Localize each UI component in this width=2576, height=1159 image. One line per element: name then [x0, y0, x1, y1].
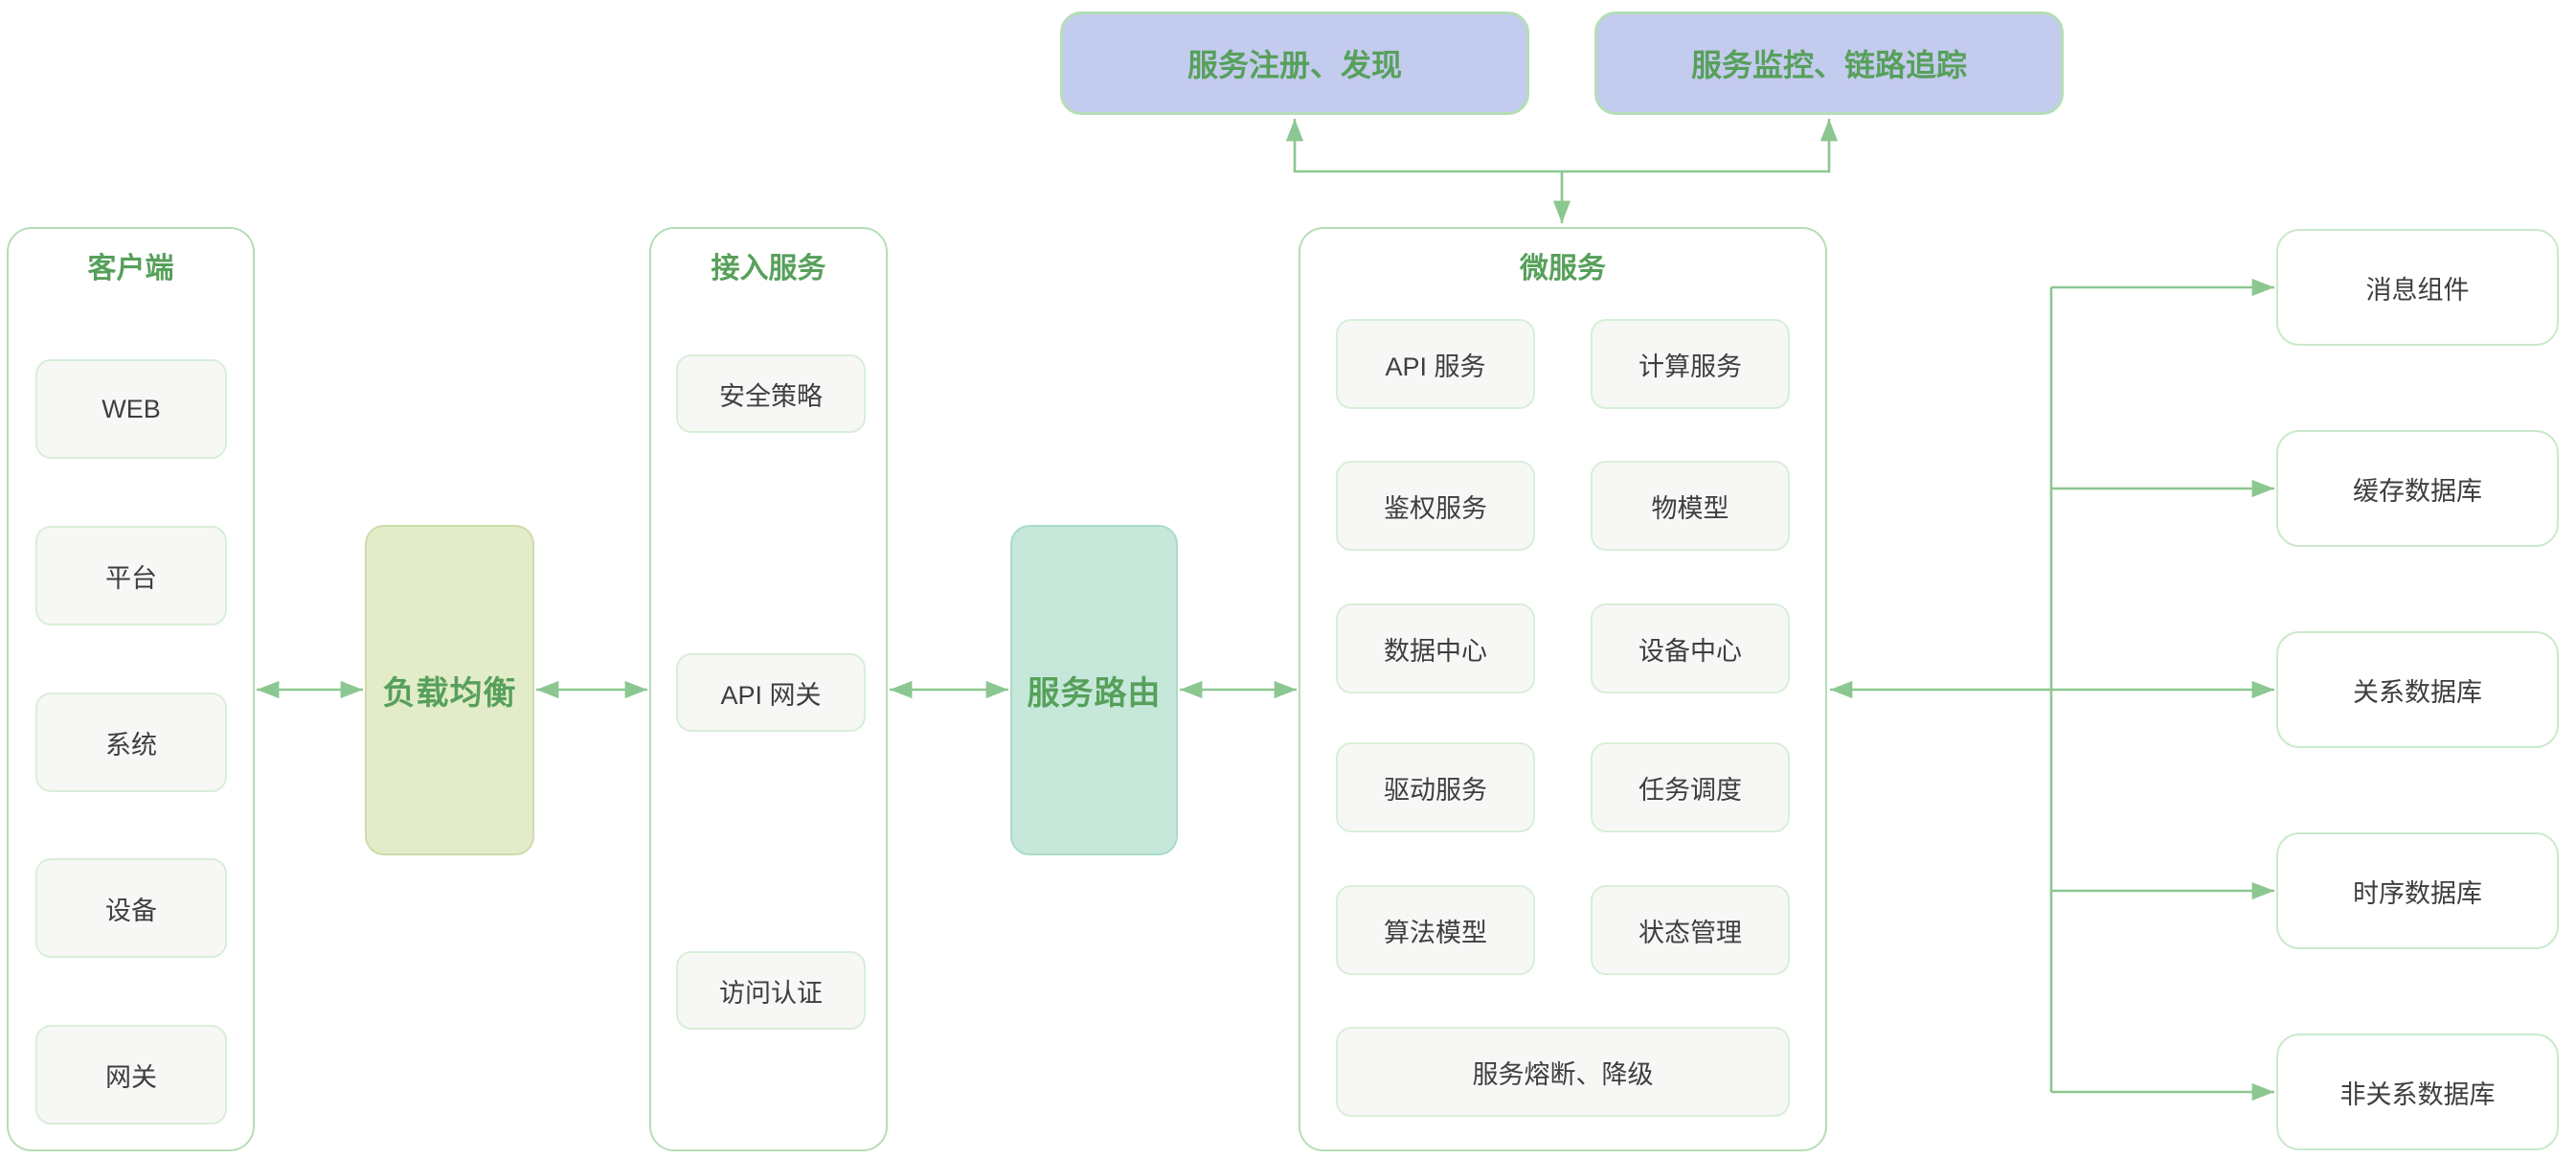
- db-item-timeseries-db: 时序数据库: [2276, 832, 2559, 949]
- top-branch-connector: [1285, 119, 1839, 173]
- client-item-platform: 平台: [35, 526, 227, 625]
- ms-item-algorithm-model: 算法模型: [1336, 885, 1535, 975]
- access-item-api-gateway: API 网关: [676, 653, 866, 732]
- client-item-gateway: 网关: [35, 1025, 227, 1125]
- ms-item-compute-service: 计算服务: [1591, 319, 1790, 409]
- ms-item-state-management: 状态管理: [1591, 885, 1790, 975]
- client-item-device: 设备: [35, 858, 227, 958]
- panel-access-service-title: 接入服务: [711, 253, 826, 284]
- db-item-cache-db: 缓存数据库: [2276, 430, 2559, 547]
- node-service-registry: 服务注册、发现: [1060, 11, 1529, 115]
- panel-client-title: 客户端: [87, 253, 174, 284]
- ms-item-device-center: 设备中心: [1591, 603, 1790, 693]
- panel-access-service: 接入服务 安全策略 API 网关 访问认证: [649, 227, 888, 1151]
- client-item-system: 系统: [35, 693, 227, 792]
- client-item-web: WEB: [35, 359, 227, 459]
- ms-item-task-scheduler: 任务调度: [1591, 742, 1790, 832]
- panel-client: 客户端 WEB 平台 系统 设备 网关: [7, 227, 255, 1151]
- ms-item-api-service: API 服务: [1336, 319, 1535, 409]
- db-item-relational-db: 关系数据库: [2276, 631, 2559, 748]
- access-item-access-auth: 访问认证: [676, 951, 866, 1030]
- ms-item-driver-service: 驱动服务: [1336, 742, 1535, 832]
- ms-item-thing-model: 物模型: [1591, 461, 1790, 551]
- panel-microservices: 微服务 API 服务 计算服务 鉴权服务 物模型 数据中心 设备中心 驱动服务 …: [1299, 227, 1827, 1151]
- ms-item-auth-service: 鉴权服务: [1336, 461, 1535, 551]
- panel-microservices-title: 微服务: [1520, 253, 1606, 284]
- ms-item-circuit-breaker: 服务熔断、降级: [1336, 1027, 1790, 1117]
- db-item-message-component: 消息组件: [2276, 229, 2559, 346]
- access-item-security-policy: 安全策略: [676, 354, 866, 433]
- node-load-balancer: 负载均衡: [365, 525, 534, 855]
- node-service-router: 服务路由: [1010, 525, 1178, 855]
- node-service-monitor: 服务监控、链路追踪: [1594, 11, 2064, 115]
- ms-item-data-center: 数据中心: [1336, 603, 1535, 693]
- db-item-non-relational-db: 非关系数据库: [2276, 1034, 2559, 1150]
